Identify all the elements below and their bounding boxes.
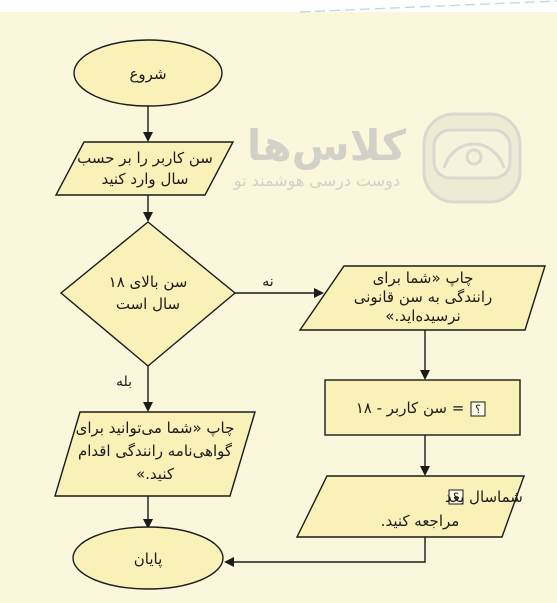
- input-text-line-2: سال وارد کنید: [102, 170, 189, 188]
- decision-diamond: [59, 221, 237, 367]
- watermark: کلاس‌ها دوست درسی هوشمند تو: [233, 112, 522, 204]
- watermark-brand: کلاس‌ها: [247, 121, 407, 170]
- end-terminal: [72, 526, 224, 590]
- print-yes-line-1: چاپ «شما می‌توانید برای: [76, 419, 235, 437]
- dashed-corner-line: [299, 0, 557, 13]
- assign-placeholder-box: ؟: [470, 401, 486, 417]
- no-label: نه: [262, 274, 273, 290]
- print-result-line-2: مراجعه کنید.: [381, 512, 460, 530]
- input-text-line-1: سن کاربر را بر حسب: [77, 149, 213, 167]
- start-label: شروع: [129, 65, 166, 83]
- print-result-line-1: شما ؟ سال بعد: [445, 488, 523, 506]
- print-result-prefix: شما: [497, 488, 523, 506]
- result-placeholder-mark: ؟: [453, 491, 459, 504]
- print-no-line-3: نرسیده‌اید.»: [385, 307, 460, 325]
- input-box: [54, 141, 235, 196]
- assign-box: [324, 379, 521, 436]
- print-yes-line-2: گواهی‌نامه رانندگی اقدام: [78, 442, 233, 460]
- end-label: پایان: [134, 550, 163, 569]
- result-placeholder-box: [448, 489, 464, 505]
- print-result-text-1: سال بعد: [445, 488, 497, 506]
- print-no-line-2: رانندگی به سن قانونی: [354, 288, 492, 306]
- print-no-line-1: چاپ «شما برای: [373, 269, 474, 287]
- assign-text: = سن کاربر - ۱۸: [356, 399, 465, 417]
- arrow-result-to-end: [224, 537, 426, 567]
- watermark-logo-icon: [422, 112, 522, 204]
- decision-text-line-1: سن بالای ۱۸: [109, 273, 188, 291]
- print-yes-box: [54, 411, 256, 497]
- assign-placeholder-mark: ؟: [475, 403, 481, 416]
- print-yes-line-3: کنید.»: [136, 465, 175, 483]
- top-margin: [0, 0, 557, 12]
- decision-text-line-2: سال است: [116, 295, 180, 313]
- watermark-tagline: دوست درسی هوشمند تو: [233, 171, 400, 191]
- yes-label: بله: [116, 374, 132, 390]
- print-result-box: [295, 475, 525, 538]
- print-no-box: [298, 265, 546, 331]
